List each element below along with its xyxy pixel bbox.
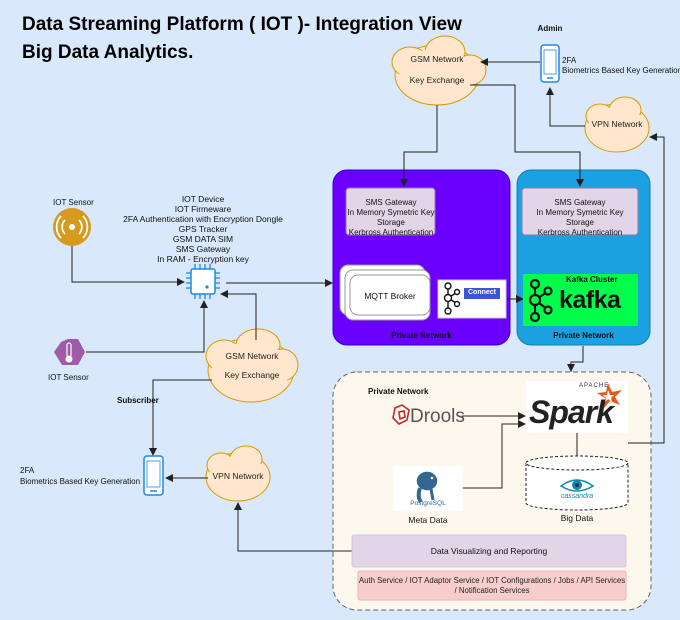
big-data-label: Big Data xyxy=(560,513,594,523)
iot-spec-sms: SMS Gateway xyxy=(175,244,231,254)
postgres-wordmark: PostgreSQL xyxy=(410,500,446,507)
spark-apache-label: APACHE xyxy=(579,383,610,389)
subscriber-phone-icon xyxy=(143,455,164,496)
drools-logo-icon xyxy=(392,404,410,425)
connect-label: Connect xyxy=(468,289,496,296)
gsm-top-text: GSM Network Key Exchange xyxy=(395,54,479,85)
mqtt-broker-box xyxy=(349,274,431,316)
iot-spec-ram: In RAM - Encryption key xyxy=(157,254,249,264)
iot-spec-2fa: 2FA Authentication with Encryption Dongl… xyxy=(123,214,283,224)
spark-logo-box xyxy=(526,381,628,433)
vpn-top-label: VPN Network xyxy=(591,119,643,129)
drools-wordmark: Drools xyxy=(410,406,465,427)
kafka-connect-logo-icon xyxy=(443,282,461,315)
vpn-bottom-cloud xyxy=(205,445,271,502)
meta-data-label: Meta Data xyxy=(408,515,448,525)
gsm-top-line2: Key Exchange xyxy=(409,75,465,85)
iot-spec-sim: GSM DATA SIM xyxy=(172,234,234,244)
gsm-mid-line1: GSM Network xyxy=(225,351,279,361)
services-line2: / Notification Services xyxy=(454,586,530,595)
purple-sms-text: SMS Gateway In Memory Symetric Key Stora… xyxy=(344,198,438,238)
vpn-top-cloud xyxy=(584,96,650,153)
services-panel xyxy=(357,570,627,601)
postgres-elephant-icon xyxy=(415,470,439,504)
purple-sms-line1: SMS Gateway xyxy=(365,198,417,207)
blue-sms-panel xyxy=(521,187,639,236)
mqtt-broker-label: MQTT Broker xyxy=(364,291,416,301)
diagram-title: Data Streaming Platform ( IOT )- Integra… xyxy=(22,14,462,35)
cassandra-eye-icon xyxy=(559,479,595,492)
cassandra-wordmark: cassandra xyxy=(560,493,594,500)
iot-sensor-bottom-label: IOT Sensor xyxy=(48,373,89,382)
admin-label: Admin xyxy=(537,24,563,33)
gsm-mid-line2: Key Exchange xyxy=(224,370,280,380)
vpn-bottom-label: VPN Network xyxy=(212,471,264,481)
iot-sensor-top-label: IOT Sensor xyxy=(53,198,94,207)
spark-star-icon xyxy=(597,383,622,408)
visualizing-label: Data Visualizing and Reporting xyxy=(430,546,548,556)
admin-2fa-label: 2FA xyxy=(562,56,577,65)
gsm-top-line1: GSM Network xyxy=(410,54,464,64)
gsm-mid-cloud xyxy=(205,328,299,403)
connectors xyxy=(71,58,665,552)
visualizing-panel xyxy=(351,534,627,568)
iot-sensor-thermometer-icon xyxy=(54,339,85,365)
purple-sms-line2: In Memory Symetric Key Storage xyxy=(347,208,435,227)
blue-private-network-label: Private Network xyxy=(553,331,614,340)
kafka-cluster-label: Kafka Cluster xyxy=(566,275,618,284)
iot-chip-icon xyxy=(186,264,220,299)
iot-sensor-top-icon xyxy=(53,208,91,246)
iot-spec-gps: GPS Tracker xyxy=(178,224,228,234)
kafka-wordmark: kafka xyxy=(559,286,621,314)
gsm-mid-text: GSM Network Key Exchange xyxy=(210,351,294,380)
gsm-top-cloud xyxy=(391,35,487,106)
subscriber-2fa-label: 2FA xyxy=(20,466,35,475)
kafka-cluster-box xyxy=(523,274,638,326)
services-line1: Auth Service / IOT Adaptor Service / IOT… xyxy=(358,576,626,585)
iot-device-specs: IOT Device IOT Firmeware 2FA Authenticat… xyxy=(115,194,291,264)
services-text: Auth Service / IOT Adaptor Service / IOT… xyxy=(358,576,626,596)
purple-sms-line3: Kerbross Authentication xyxy=(348,228,434,237)
blue-sms-line1: SMS Gateway xyxy=(554,198,606,207)
iot-spec-device: IOT Device xyxy=(181,194,225,204)
admin-phone-icon xyxy=(540,44,560,83)
blue-sms-line3: Kerbross Authentication xyxy=(537,228,623,237)
analytics-private-network-label: Private Network xyxy=(368,387,429,396)
diagram-subtitle: Big Data Analytics. xyxy=(22,42,194,63)
connect-badge xyxy=(464,288,500,299)
admin-biometrics-label: Biometrics Based Key Generation xyxy=(562,66,680,75)
kafka-logo-icon xyxy=(528,278,553,323)
subscriber-label: Subscriber xyxy=(117,396,159,405)
blue-sms-line2: In Memory Symetric Key Storage xyxy=(536,208,624,227)
subscriber-biometrics-label: Biometrics Based Key Generation xyxy=(20,477,141,486)
purple-sms-panel xyxy=(345,187,436,236)
spark-wordmark: Spark xyxy=(529,394,614,430)
iot-spec-firmware: IOT Firmeware xyxy=(174,204,232,214)
blue-sms-text: SMS Gateway In Memory Symetric Key Stora… xyxy=(522,198,638,238)
purple-private-network-label: Private Network xyxy=(391,331,452,340)
